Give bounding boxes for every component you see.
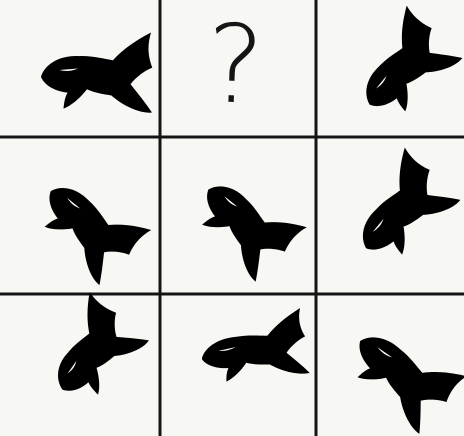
fish-icon-row1-col3 xyxy=(341,6,464,130)
fish-icon-row3-col3 xyxy=(337,311,464,435)
question-mark: ? xyxy=(194,5,276,128)
fish-icon-row2-col2 xyxy=(184,161,307,282)
fish-icon-row1-col1 xyxy=(40,32,154,116)
fish-icon-row3-col2 xyxy=(196,308,311,391)
fish-icon-row2-col1 xyxy=(26,163,151,287)
fish-icon-row2-col3 xyxy=(337,147,461,273)
fish-icon-row3-col1 xyxy=(32,292,150,413)
